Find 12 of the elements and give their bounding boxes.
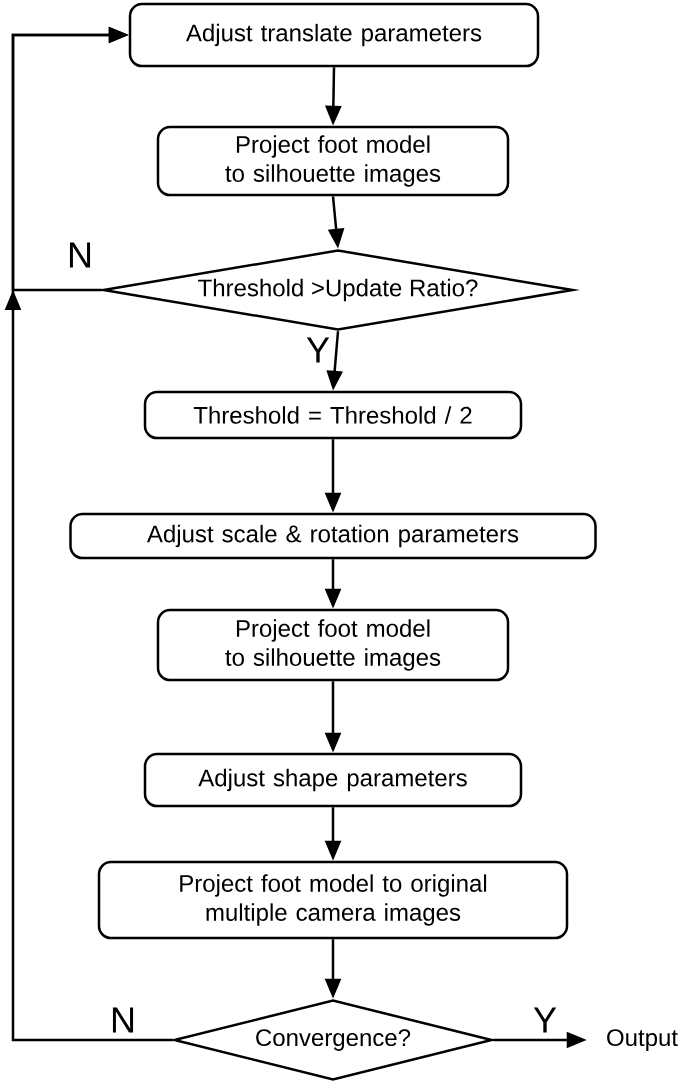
output-label: Output [607,1029,678,1051]
process-box: Threshold = Threshold / 2 [143,390,523,440]
process-box: Adjust shape parameters [143,752,523,808]
edge-label: N [65,240,95,270]
edge-label: Y [304,335,332,365]
process-box: Adjust translate parameters [128,2,540,68]
process-box: Project foot model to silhouette images [156,125,510,197]
edge-label: N [108,1005,138,1035]
edge-label: Y [531,1005,559,1035]
process-box: Project foot model to silhouette images [156,608,510,682]
process-box: Adjust scale & rotation parameters [69,512,597,560]
process-box: Project foot model to original multiple camera images [97,860,569,940]
